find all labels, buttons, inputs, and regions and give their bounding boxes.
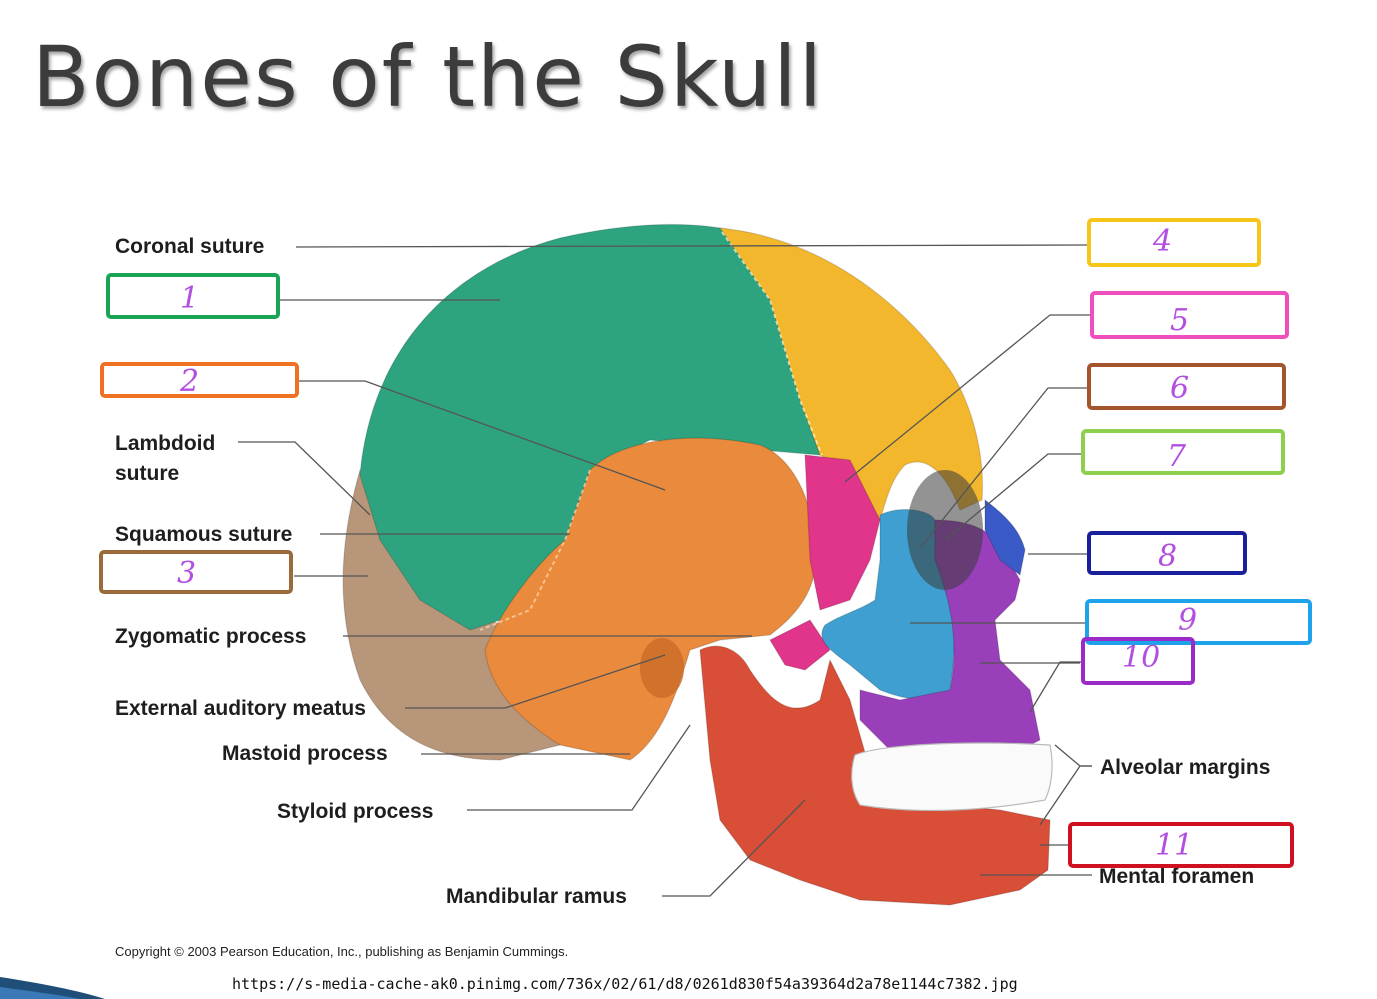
- label-zygomatic-process: Zygomatic process: [115, 625, 306, 648]
- sphenoid-bone: [804, 454, 881, 611]
- answer-box-3: 3: [99, 550, 293, 594]
- answer-box-7: 7: [1081, 429, 1285, 475]
- temporal-bone: [484, 437, 817, 761]
- label-mandibular-ramus: Mandibular ramus: [446, 885, 627, 908]
- teeth: [851, 742, 1053, 812]
- copyright-text: Copyright © 2003 Pearson Education, Inc.…: [115, 944, 568, 959]
- answer-box-9: 9: [1085, 599, 1312, 645]
- answer-box-3-number: 3: [177, 556, 196, 591]
- answer-box-7-number: 7: [1167, 439, 1187, 474]
- label-mastoid-process: Mastoid process: [222, 742, 388, 765]
- leader-lines: [238, 244, 1092, 897]
- nasal-bone: [984, 498, 1026, 577]
- answer-box-1: 1: [106, 273, 280, 319]
- answer-box-10-frame: [1081, 637, 1195, 685]
- answer-box-4: 4: [1087, 218, 1261, 267]
- label-lambdoid-suture-2: suture: [115, 462, 179, 485]
- answer-box-11-frame: [1068, 822, 1294, 868]
- frontal-bone: [718, 227, 984, 522]
- answer-box-2-frame: [100, 362, 299, 398]
- label-alveolar-margins: Alveolar margins: [1100, 756, 1270, 779]
- coronal-suture-line: [721, 231, 823, 456]
- slide-title: Bones of the Skull: [32, 28, 824, 126]
- label-mental-foramen: Mental foramen: [1099, 865, 1254, 888]
- answer-box-8-number: 8: [1158, 539, 1177, 574]
- answer-box-6-number: 6: [1170, 371, 1189, 406]
- answer-box-3-frame: [99, 550, 293, 594]
- corner-accent: [0, 977, 105, 999]
- answer-box-1-frame: [106, 273, 280, 319]
- answer-box-9-number: 9: [1178, 603, 1197, 638]
- answer-box-4-number: 4: [1152, 224, 1172, 259]
- label-coronal-suture: Coronal suture: [115, 235, 264, 258]
- answer-box-11: 11: [1068, 822, 1294, 868]
- answer-box-2: 2: [100, 362, 299, 399]
- answer-box-4-frame: [1087, 218, 1261, 267]
- label-lambdoid-suture-1: Lambdoid: [115, 432, 215, 455]
- answer-box-10-number: 10: [1122, 640, 1160, 675]
- answer-box-11-number: 11: [1155, 828, 1193, 863]
- label-squamous-suture: Squamous suture: [115, 523, 292, 546]
- answer-box-1-number: 1: [180, 281, 199, 316]
- orbit: [907, 470, 983, 590]
- skull-illustration: [342, 223, 1053, 906]
- answer-box-5-frame: [1090, 291, 1289, 339]
- answer-box-5-number: 5: [1170, 303, 1189, 338]
- answer-box-2-number: 2: [179, 364, 199, 399]
- answer-box-8-frame: [1087, 531, 1247, 575]
- answer-box-8: 8: [1087, 531, 1247, 575]
- label-external-auditory-meatus: External auditory meatus: [115, 697, 366, 720]
- label-styloid-process: Styloid process: [277, 800, 433, 823]
- answer-box-7-frame: [1081, 429, 1285, 475]
- answer-box-10: 10: [1081, 637, 1195, 685]
- answer-box-6-frame: [1087, 363, 1286, 410]
- answer-box-6: 6: [1087, 363, 1286, 410]
- squamous-suture-line: [479, 469, 591, 631]
- answer-box-5: 5: [1090, 291, 1289, 339]
- source-url: https://s-media-cache-ak0.pinimg.com/736…: [232, 975, 1018, 993]
- ear-meatus: [640, 638, 684, 698]
- sphenoid-lower: [769, 619, 831, 671]
- answer-box-9-frame: [1085, 599, 1312, 645]
